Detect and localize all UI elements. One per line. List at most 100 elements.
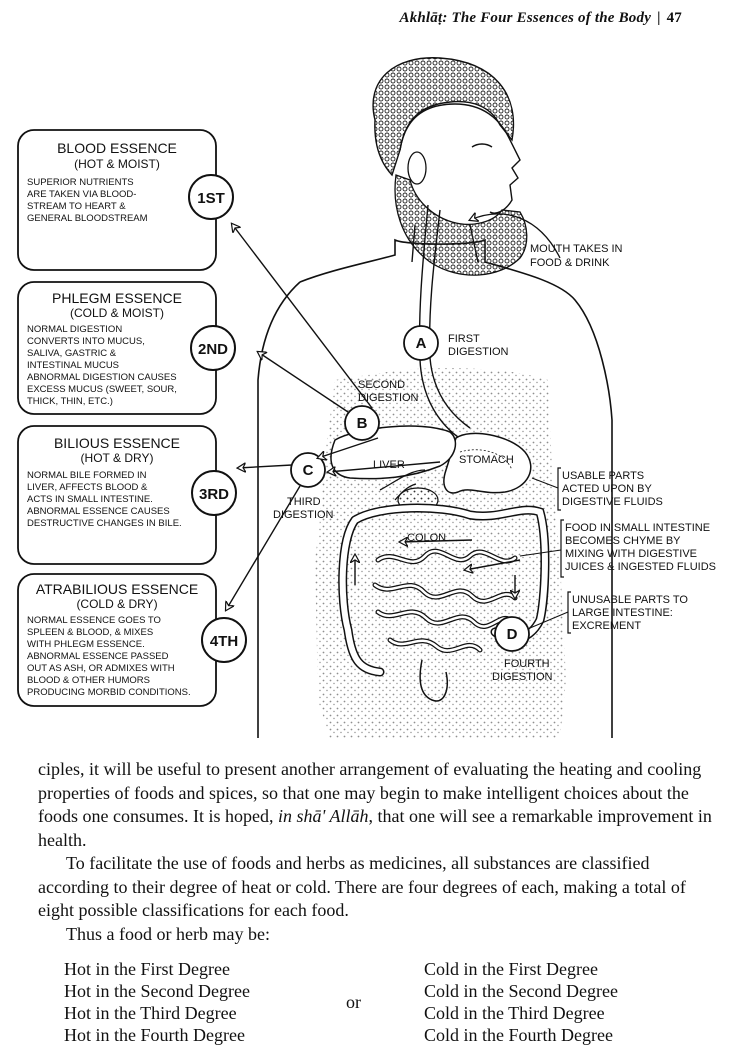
badge-3rd: 3RD — [199, 486, 229, 503]
hair — [372, 57, 515, 177]
box-bilious-essence: BILIOUS ESSENCE (HOT & DRY) NORMAL BILE … — [17, 425, 237, 565]
box-line: LIVER, AFFECTS BLOOD & — [27, 482, 148, 493]
hot-degree-item: Hot in the Fourth Degree — [64, 1025, 245, 1045]
side-note-line: FOOD IN SMALL INTESTINE — [565, 522, 710, 534]
stage-c: C — [290, 452, 326, 488]
side-note-line: UNUSABLE PARTS TO — [572, 594, 688, 606]
or-separator: or — [346, 992, 361, 1012]
box-line: THICK, THIN, ETC.) — [27, 396, 113, 407]
stage-d: D — [494, 616, 530, 652]
header-separator: | — [657, 10, 661, 26]
stage-b-label: B — [357, 415, 368, 432]
box-line: NORMAL BILE FORMED IN — [27, 470, 147, 481]
stage-b: B — [344, 405, 380, 441]
ear — [407, 151, 427, 185]
box-subtitle: (COLD & MOIST) — [70, 306, 164, 320]
badge-4th: 4TH — [210, 633, 238, 650]
box-phlegm-essence: PHLEGM ESSENCE (COLD & MOIST) NORMAL DIG… — [17, 281, 236, 415]
paragraph-3: Thus a food or herb may be: — [66, 923, 270, 944]
side-note-line: DIGESTIVE FLUIDS — [562, 496, 663, 508]
box-line: ABNORMAL ESSENCE PASSED — [27, 651, 169, 662]
stage-c-label: C — [303, 462, 314, 479]
label-fourth-digestion: FOURTH — [504, 658, 550, 670]
stage-a-label: A — [416, 335, 427, 352]
box-blood-essence: BLOOD ESSENCE (HOT & MOIST) SUPERIOR NUT… — [17, 129, 234, 271]
box-line: NORMAL ESSENCE GOES TO — [27, 615, 161, 626]
face-outline — [399, 103, 521, 214]
box-line: CONVERTS INTO MUCUS, — [27, 336, 145, 347]
paragraph-1-text: ciples, it will be useful to present ano… — [38, 759, 702, 826]
side-note-small-intestine: FOOD IN SMALL INTESTINE BECOMES CHYME BY… — [519, 519, 716, 578]
label-stomach: STOMACH — [459, 454, 514, 466]
page-number: 47 — [666, 10, 682, 26]
side-note-line: USABLE PARTS — [562, 470, 644, 482]
cold-degree-item: Cold in the Second Degree — [424, 981, 618, 1001]
box-line: STREAM TO HEART & — [27, 201, 126, 212]
label-first-digestion: DIGESTION — [448, 346, 509, 358]
box-line: EXCESS MUCUS (SWEET, SOUR, — [27, 384, 177, 395]
side-note-line: ACTED UPON BY — [562, 483, 653, 495]
badge-1st: 1ST — [197, 190, 225, 207]
box-title: BILIOUS ESSENCE — [54, 435, 180, 451]
paragraph-2: To facilitate the use of foods and herbs… — [38, 853, 686, 920]
stage-d-label: D — [507, 626, 518, 643]
badge-2nd: 2ND — [198, 341, 228, 358]
side-note-line: LARGE INTESTINE: — [572, 607, 673, 619]
paragraph-1-text-end: , that one will see a remarkable improve… — [38, 806, 712, 850]
box-line: NORMAL DIGESTION — [27, 324, 122, 335]
eye — [471, 143, 493, 148]
label-first-digestion: FIRST — [448, 333, 480, 345]
running-title: Akhlāṭ: The Four Essences of the Body — [399, 10, 652, 26]
box-line: ARE TAKEN VIA BLOOD- — [27, 189, 136, 200]
box-line: GENERAL BLOODSTREAM — [27, 213, 148, 224]
box-subtitle: (COLD & DRY) — [76, 597, 157, 611]
hot-degree-item: Hot in the Second Degree — [64, 981, 250, 1001]
hot-degree-item: Hot in the Third Degree — [64, 1003, 237, 1023]
digestion-diagram: A B C D BLOOD ES — [17, 57, 716, 738]
label-second-digestion: DIGESTION — [358, 392, 419, 404]
flow-arrows — [226, 224, 521, 610]
figure-labels: MOUTH TAKES IN FOOD & DRINK FIRST DIGEST… — [273, 243, 623, 683]
human-figure — [257, 57, 613, 738]
label-third-digestion: THIRD — [287, 496, 321, 508]
label-third-digestion: DIGESTION — [273, 509, 334, 521]
label-colon: COLON — [407, 532, 446, 544]
side-note-line: MIXING WITH DIGESTIVE — [565, 548, 697, 560]
label-second-digestion: SECOND — [358, 379, 405, 391]
mouth-arrow — [470, 214, 561, 259]
box-line: DESTRUCTIVE CHANGES IN BILE. — [27, 518, 182, 529]
box-line: ABNORMAL ESSENCE CAUSES — [27, 506, 170, 517]
box-line: SPLEEN & BLOOD, & MIXES — [27, 627, 153, 638]
label-mouth: FOOD & DRINK — [530, 257, 610, 269]
cold-degree-item: Cold in the First Degree — [424, 959, 598, 979]
cold-degree-item: Cold in the Third Degree — [424, 1003, 605, 1023]
box-subtitle: (HOT & DRY) — [81, 451, 154, 465]
side-note-line: JUICES & INGESTED FLUIDS — [565, 561, 716, 573]
box-line: ABNORMAL DIGESTION CAUSES — [27, 372, 177, 383]
box-line: SALIVA, GASTRIC & — [27, 348, 117, 359]
box-line: PRODUCING MORBID CONDITIONS. — [27, 687, 191, 698]
box-line: OUT AS ASH, OR ADMIXES WITH — [27, 663, 175, 674]
paragraph-1: ciples, it will be useful to present ano… — [38, 758, 716, 852]
running-header: Akhlāṭ: The Four Essences of the Body | 47 — [399, 10, 682, 27]
side-note-line: EXCREMENT — [572, 620, 641, 632]
box-line: INTESTINAL MUCUS — [27, 360, 119, 371]
box-line: BLOOD & OTHER HUMORS — [27, 675, 150, 686]
side-note-unusable-parts: UNUSABLE PARTS TO LARGE INTESTINE: EXCRE… — [529, 591, 688, 634]
beard — [394, 174, 528, 276]
box-atrabilious-essence: ATRABILIOUS ESSENCE (COLD & DRY) NORMAL … — [17, 573, 247, 707]
cold-degrees-column: Cold in the First Degree Cold in the Sec… — [424, 958, 618, 1046]
cold-degree-item: Cold in the Fourth Degree — [424, 1025, 613, 1045]
rectum — [419, 659, 448, 702]
paragraph-1-italic: in shā' Allāh — [277, 806, 369, 826]
body-text: ciples, it will be useful to present ano… — [38, 758, 716, 946]
label-mouth: MOUTH TAKES IN — [530, 243, 623, 255]
hot-degree-item: Hot in the First Degree — [64, 959, 230, 979]
hot-degrees-column: Hot in the First Degree Hot in the Secon… — [64, 958, 250, 1046]
box-subtitle: (HOT & MOIST) — [74, 157, 160, 171]
stomach — [443, 432, 532, 494]
box-line: ACTS IN SMALL INTESTINE. — [27, 494, 153, 505]
box-title: PHLEGM ESSENCE — [52, 290, 182, 306]
side-note-usable-parts: USABLE PARTS ACTED UPON BY DIGESTIVE FLU… — [531, 467, 663, 511]
